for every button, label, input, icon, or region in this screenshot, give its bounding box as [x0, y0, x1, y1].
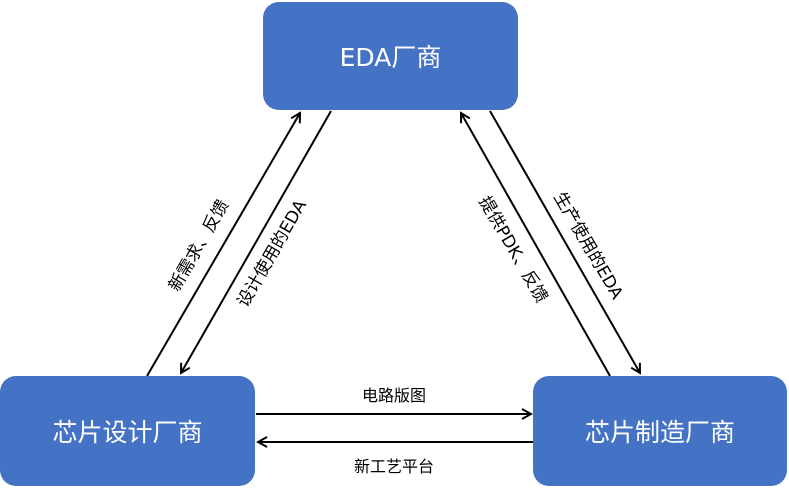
node-label: 芯片制造厂商: [584, 418, 735, 447]
edge-label-design-to-fab: 电路版图: [361, 386, 426, 405]
arrow-eda-to-design: [181, 110, 332, 373]
node-eda-vendor: EDA厂商: [263, 2, 518, 110]
arrow-fab-to-eda: [461, 113, 611, 377]
node-chip-fab: 芯片制造厂商: [533, 376, 787, 486]
node-label: 芯片设计厂商: [52, 418, 203, 447]
arrow-design-to-eda: [146, 113, 300, 377]
arrow-eda-to-fab: [489, 110, 640, 373]
node-label: EDA厂商: [339, 43, 442, 72]
edge-label-fab-to-design: 新工艺平台: [353, 457, 434, 476]
node-chip-design: 芯片设计厂商: [0, 376, 255, 486]
